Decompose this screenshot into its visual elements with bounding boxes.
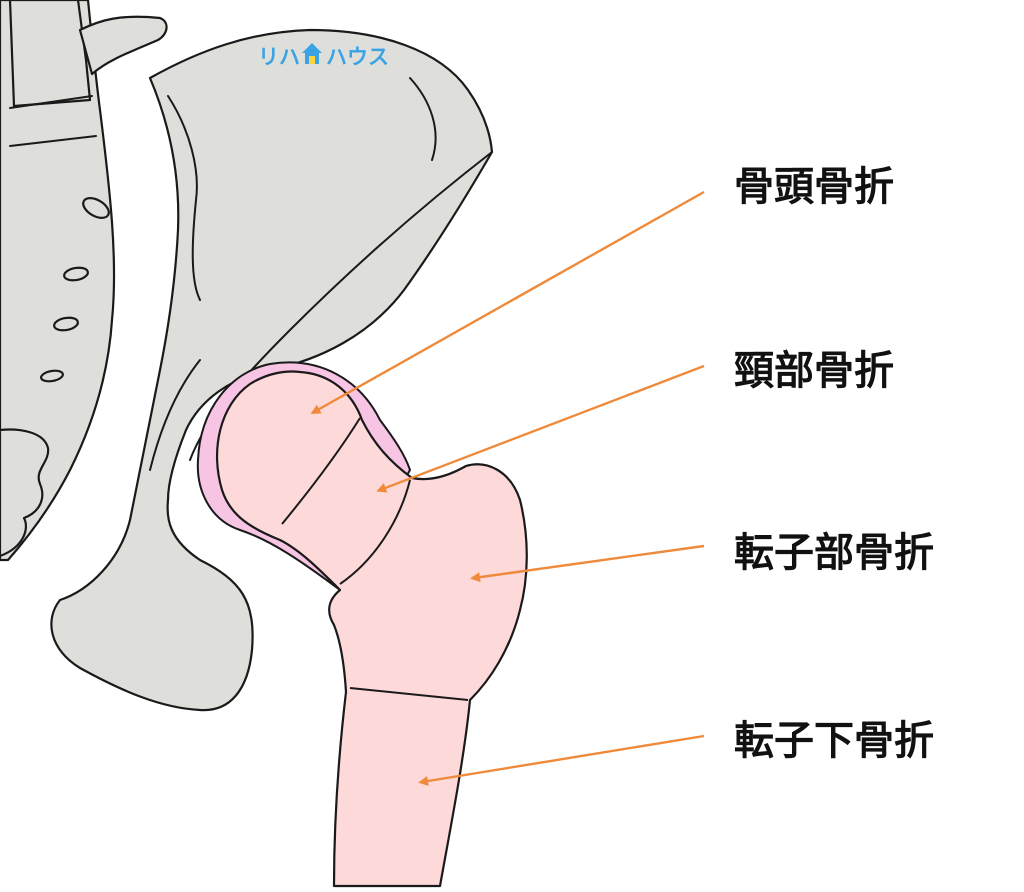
- label-arrows: [310, 190, 705, 786]
- pelvis: [0, 0, 494, 712]
- fracture-labels: 骨頭骨折 頸部骨折 転子部骨折 転子下骨折: [734, 164, 934, 764]
- label-head-fracture: 骨頭骨折: [734, 164, 894, 210]
- trochanter-subtrochanter-boundary: [349, 687, 469, 701]
- ilium: [50, 28, 494, 712]
- arrow-neck: [376, 364, 705, 493]
- femur: [196, 361, 528, 888]
- head-neck-boundary: [281, 417, 361, 525]
- arrow-head: [310, 190, 705, 414]
- foramen-1: [82, 197, 110, 219]
- house-icon: [302, 43, 322, 64]
- sacrum-line-1: [9, 95, 93, 109]
- sacrum-line-2: [9, 135, 97, 147]
- arrow-trochanter: [470, 544, 705, 583]
- foramen-2: [63, 266, 89, 282]
- iliac-crest-line: [409, 77, 437, 161]
- logo-text-left: リハ: [258, 45, 300, 69]
- sacroiliac-line: [167, 95, 201, 301]
- logo-text-right: ハウス: [326, 45, 389, 69]
- pubic-line: [149, 359, 201, 471]
- sacrum: [0, 0, 116, 562]
- transverse-process: [78, 15, 168, 76]
- logo: リハ ハウス: [258, 43, 389, 69]
- arrow-subtrochanter: [418, 734, 705, 786]
- coccyx: [0, 428, 50, 558]
- label-subtrochanter-fracture: 転子下骨折: [734, 718, 934, 764]
- foramen-3: [53, 316, 79, 332]
- label-trochanter-fracture: 転子部骨折: [734, 530, 934, 576]
- neck-trochanter-boundary: [339, 479, 411, 585]
- foramen-4: [40, 369, 64, 383]
- label-neck-fracture: 頸部骨折: [734, 348, 894, 394]
- femur-body: [215, 370, 528, 888]
- lumbar-vertebra: [8, 0, 92, 108]
